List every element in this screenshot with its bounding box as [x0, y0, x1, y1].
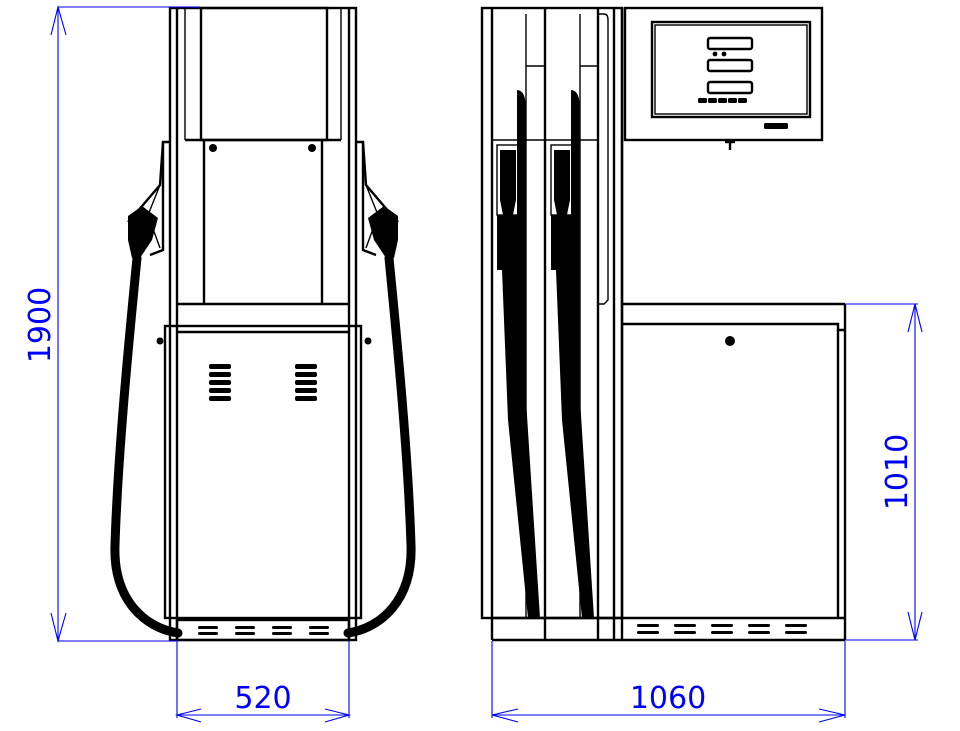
- dimension-1010: 1010: [845, 303, 923, 641]
- dimension-label-width: 520: [234, 681, 291, 716]
- screw-icon: [308, 144, 316, 152]
- dimension-1060: 1060: [491, 641, 846, 723]
- front-view: [110, 6, 416, 642]
- dimension-label-height: 1900: [23, 287, 58, 363]
- display-screen: [650, 20, 812, 119]
- front-plinth: [175, 618, 351, 642]
- side-nozzle-1: [496, 90, 540, 618]
- dimension-520: 520: [174, 641, 352, 723]
- lock-icon: [725, 336, 735, 346]
- front-head-panel: [199, 6, 329, 142]
- readout-window: [706, 36, 754, 51]
- plinth-slots-side: [637, 624, 807, 634]
- display-head: [623, 6, 824, 142]
- nozzle-holster-left: [127, 140, 170, 258]
- readout-window: [706, 80, 754, 95]
- readout-window: [706, 58, 754, 73]
- keypad: [698, 98, 747, 103]
- side-nozzle-2: [550, 90, 594, 618]
- hose-right: [343, 253, 416, 638]
- vent-grille-left: [209, 364, 231, 401]
- screw-icon: [209, 144, 217, 152]
- nozzle-holster-right: [356, 140, 399, 258]
- plinth-slots-front: [198, 626, 329, 635]
- side-view: [480, 6, 847, 642]
- front-cabinet: [163, 324, 363, 620]
- dimension-label-cabinet-height: 1010: [880, 434, 915, 510]
- vent-grille-right: [295, 364, 317, 401]
- hose-left: [110, 253, 183, 638]
- card-slot: [764, 123, 788, 129]
- dimension-label-depth: 1060: [630, 681, 706, 716]
- dimension-1900: 1900: [23, 4, 200, 644]
